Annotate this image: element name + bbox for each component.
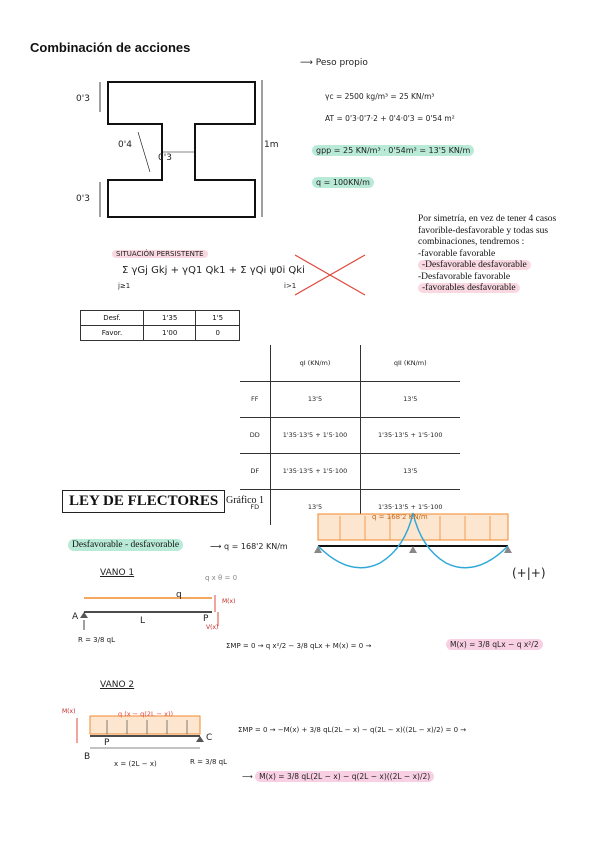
dim-top: 0'3 xyxy=(76,94,90,104)
vano1-result: M(x) = 3/8 qLx − q x²/2 xyxy=(446,639,543,650)
i-section-drawing xyxy=(99,80,263,218)
situacion-label: SITUACIÓN PERSISTENTE xyxy=(112,250,208,258)
dim-bottom: 0'3 xyxy=(76,194,90,204)
case-dd: -Desfavorable desfavorable xyxy=(418,260,566,272)
vano2-b: B xyxy=(84,752,91,762)
vano2-p: P xyxy=(104,738,110,748)
symmetry-intro: Por simetría, en vez de tener 4 casos fa… xyxy=(418,214,557,247)
vano1-a: A xyxy=(72,612,79,622)
vano1-reaction: R = 3/8 qL xyxy=(78,636,116,644)
moment-diagram xyxy=(314,512,512,569)
page-title: Combinación de acciones xyxy=(30,40,191,55)
gpp-formula: gpp = 25 KN/m³ · 0'54m² = 13'5 KN/m xyxy=(312,145,475,156)
cross-out-mark xyxy=(294,254,366,296)
vano1-equation: ΣMP = 0 → q x²/2 − 3/8 qLx + M(x) = 0 → xyxy=(226,642,372,650)
vano1-vx: V(x) xyxy=(206,624,219,631)
vano1-beam xyxy=(80,595,219,630)
ley-flectores-title: LEY DE FLECTORES xyxy=(62,490,226,513)
case-df: -Desfavorable favorable xyxy=(418,271,511,282)
vano2-equation: ΣMP = 0 → −M(x) + 3/8 qL(2L − x) − q(2L … xyxy=(238,726,467,734)
beam-q-label: q = 168'2 KN/m xyxy=(372,513,428,521)
situacion-formula: Σ γGj Gkj + γQ1 Qk1 + Σ γQi ψ0i Qki xyxy=(122,265,305,276)
index-j: j≥1 xyxy=(118,282,131,290)
vano2-load: q (x − q(2L − x)) xyxy=(118,710,174,718)
case-fd: -favorables desfavorable xyxy=(418,283,566,295)
vano1-l: L xyxy=(140,616,146,626)
sign-convention: (+|+) xyxy=(512,566,546,580)
vano1-note: q x θ = 0 xyxy=(205,574,238,582)
vano1-title: VANO 1 xyxy=(100,568,135,578)
case-label: Desfavorable - desfavorable xyxy=(68,539,184,551)
vano2-beam xyxy=(76,715,204,749)
index-i: i>1 xyxy=(284,282,297,290)
symmetry-note: Por simetría, en vez de tener 4 casos fa… xyxy=(418,214,566,295)
grafico-label: Gráfico 1 xyxy=(226,495,265,506)
gamma-formula: γc = 2500 kg/m³ = 25 KN/m³ xyxy=(325,92,435,101)
vano1-q: q xyxy=(176,590,182,600)
case-ff: -favorable favorable xyxy=(418,248,496,259)
vano2-mx: M(x) xyxy=(62,708,76,715)
case-q-value: ⟶ q = 168'2 KN/m xyxy=(210,542,288,551)
area-formula: AT = 0'3·0'7·2 + 0'4·0'3 = 0'54 m² xyxy=(325,114,455,123)
vano1-p: P xyxy=(203,614,209,624)
vano2-title: VANO 2 xyxy=(100,680,135,690)
dim-total: 1m xyxy=(264,140,279,150)
vano2-reaction: R = 3/8 qL xyxy=(190,758,228,766)
vano2-c: C xyxy=(206,733,213,743)
dim-web-h: 0'4 xyxy=(118,140,132,150)
vano1-mx: M(x) xyxy=(222,598,236,605)
vano2-x: x = (2L − x) xyxy=(114,760,157,768)
dim-web-w: 0'3 xyxy=(158,153,172,163)
qsu-formula: q = 100KN/m xyxy=(312,177,374,188)
vano2-result: ⟶ M(x) = 3/8 qL(2L − x) − q(2L − x)((2L … xyxy=(242,771,435,782)
peso-propio-label: ⟶ Peso propio xyxy=(300,58,368,68)
